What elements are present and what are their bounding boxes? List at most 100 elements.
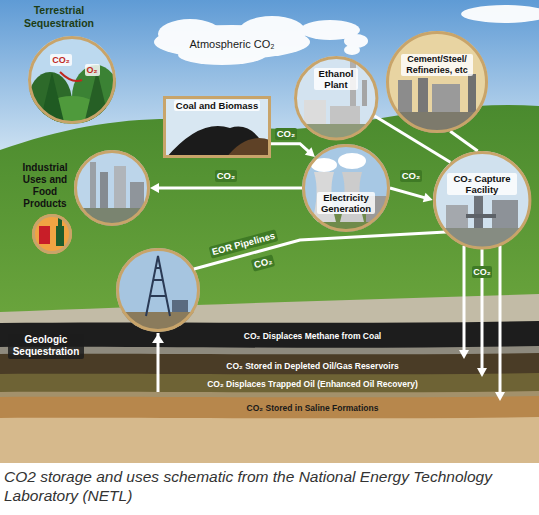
sky <box>386 31 488 133</box>
building <box>398 80 412 112</box>
cement-steel-circle: Cement/Steel/ Refineries, etc <box>386 31 488 133</box>
flow-connector <box>374 116 450 163</box>
circle-title: Ethanol Plant <box>314 68 358 90</box>
rig-house <box>172 300 188 312</box>
gas-label: O₂ <box>85 64 100 76</box>
flow-label: CO₂ <box>472 266 492 278</box>
gas-cycle-arrow <box>60 72 82 81</box>
ethanol-plant-picture <box>294 56 378 140</box>
industrial-uses-circle: Industrial Uses and Food Products <box>74 150 150 226</box>
coal-pile-picture <box>163 96 271 158</box>
building <box>432 84 460 112</box>
capture-plant-picture <box>433 151 531 249</box>
deep-layer <box>0 417 539 463</box>
tower <box>418 78 428 112</box>
circle-outline <box>295 57 376 138</box>
tank <box>446 205 468 228</box>
refinery-picture <box>74 150 150 226</box>
connector-line <box>157 187 302 190</box>
up-arrow <box>152 334 164 343</box>
flow-label: CO₂ <box>400 170 422 182</box>
picture-ring <box>118 250 199 331</box>
connector-line <box>463 246 466 352</box>
building <box>330 106 360 124</box>
sky-label: Atmospheric CO₂ <box>190 38 275 51</box>
tower <box>474 196 483 228</box>
green-hills <box>0 105 539 463</box>
box-outline <box>165 98 270 157</box>
flow-connector <box>450 131 478 151</box>
coal-biomass-box: Coal and Biomass <box>163 96 271 158</box>
node-outline <box>74 150 150 226</box>
power-plant-picture <box>302 144 390 232</box>
ethanol-plant-circle: Ethanol Plant <box>294 56 378 140</box>
flow-label: CO₂ <box>275 128 297 140</box>
capture-facility-circle: CO₂ Capture Facility <box>433 151 531 249</box>
sky <box>294 56 378 140</box>
topsoil-layer <box>0 294 539 463</box>
tower <box>100 172 108 208</box>
arrowhead <box>305 147 315 157</box>
terrestrial-circle: Terrestrial Sequestration <box>28 36 116 124</box>
band-text: CO₂ Displaces Methane from Coal <box>244 331 381 342</box>
arrowhead <box>150 183 159 193</box>
gas-label: CO₂ <box>50 54 72 66</box>
cloud <box>461 5 539 23</box>
drilling-rig-picture <box>116 248 200 332</box>
arrowhead <box>459 350 469 359</box>
circle-heading: Industrial Uses and Food Products <box>19 162 71 210</box>
flow-connector <box>495 246 505 401</box>
stack <box>468 74 476 112</box>
figure-caption: CO2 storage and uses schematic from the … <box>4 467 535 505</box>
sky <box>302 144 390 232</box>
arrowhead <box>495 392 505 401</box>
saline-formation-band: CO₂ Stored in Saline Formations <box>170 401 525 415</box>
band-text: CO₂ Stored in Saline Formations <box>247 403 379 414</box>
tower <box>90 162 96 208</box>
sky <box>163 96 271 158</box>
steam-plume <box>344 34 368 48</box>
oil-recovery-band: CO₂ Displaces Trapped Oil (Enhanced Oil … <box>170 377 525 391</box>
connector-line <box>271 144 310 153</box>
stack <box>362 80 367 106</box>
circle-outline <box>434 152 529 247</box>
saline-layer <box>0 396 539 463</box>
sky <box>74 150 150 226</box>
rock-layer <box>0 391 539 463</box>
flow-label: CO₂ <box>251 254 276 271</box>
oil-layer <box>0 373 539 463</box>
sky <box>433 151 531 249</box>
clouds <box>154 5 539 65</box>
coal-layer <box>0 321 539 463</box>
flow-connector <box>459 246 469 359</box>
circle-title: CO₂ Capture Facility <box>447 173 517 195</box>
coal-seam-band: CO₂ Displaces Methane from Coal <box>170 329 525 343</box>
pipeline-label: EOR Pipelines <box>208 229 278 258</box>
coal-pile <box>166 126 270 158</box>
pipe <box>466 214 496 218</box>
background <box>32 214 72 254</box>
connector-line <box>374 116 450 163</box>
steam <box>338 153 366 169</box>
building <box>130 182 144 208</box>
connector-line <box>499 246 502 394</box>
box-title: Coal and Biomass <box>174 100 260 111</box>
picture-ring <box>34 216 71 253</box>
band-text: CO₂ Displaces Trapped Oil (Enhanced Oil … <box>207 379 418 390</box>
soda-can <box>39 226 50 244</box>
flow-connector <box>150 183 302 193</box>
food-products-picture <box>32 214 72 254</box>
arrowhead <box>423 193 433 203</box>
cement-plant-picture <box>386 31 488 133</box>
circle-outline <box>76 152 149 225</box>
bottle <box>56 226 64 246</box>
reservoir-layer <box>0 353 539 463</box>
band-text: CO₂ Stored in Depleted Oil/Gas Reservoir… <box>226 361 398 372</box>
electricity-circle: Electricity Generation <box>302 144 390 232</box>
tower <box>114 166 126 208</box>
node-outline <box>28 36 116 124</box>
arrowhead <box>477 368 487 377</box>
node-outline <box>302 144 390 232</box>
depleted-reservoir-band: CO₂ Stored in Depleted Oil/Gas Reservoir… <box>170 359 525 373</box>
